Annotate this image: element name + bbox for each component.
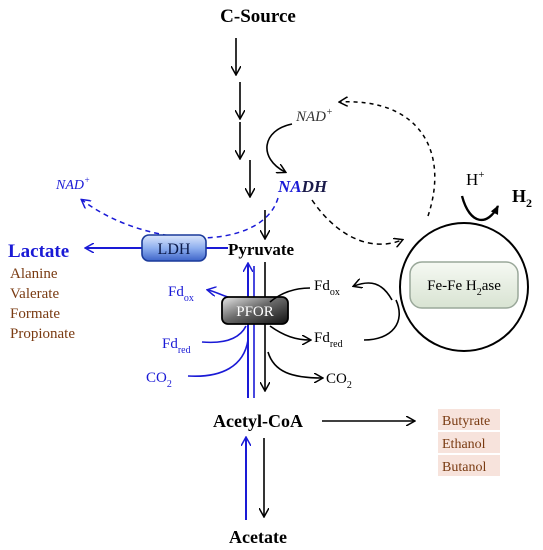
- arrow-co2-right: [267, 351, 322, 378]
- h2-label: H2: [512, 186, 532, 210]
- product-ethanol-bg: [438, 432, 500, 453]
- arrow-fd-red-right: [269, 325, 310, 340]
- acetyl-coa-label: Acetyl-CoA: [213, 411, 303, 431]
- dashed-hydrogenase-to-nad: [340, 102, 436, 217]
- ldh-enzyme: [141, 234, 207, 262]
- ldh-label: LDH: [158, 241, 191, 258]
- arrow-nad-to-nadh: [266, 123, 293, 172]
- product-butanol: Butanol: [442, 460, 486, 475]
- arrow-hydrogenase-to-fdox: [354, 283, 393, 301]
- product-ethanol: Ethanol: [442, 437, 486, 452]
- byproduct-formate: Formate: [10, 306, 60, 322]
- fd-ox-right-label: Fdox: [314, 278, 340, 298]
- nad-plus-left-label: NAD+: [55, 175, 90, 193]
- arrow-fd-red-left: [201, 325, 247, 344]
- product-butanol-bg: [438, 455, 500, 476]
- h-plus-label: H+: [466, 169, 485, 189]
- pfor-enzyme: [221, 296, 289, 325]
- fd-red-left-label: Fdred: [162, 336, 191, 356]
- fd-ox-left-label: Fdox: [168, 284, 194, 304]
- product-butyrate-bg: [438, 409, 500, 430]
- co2-right-label: CO2: [326, 371, 352, 391]
- arrow-fdred-to-hydrogenase: [363, 299, 401, 341]
- nadh-label: NADH: [277, 177, 328, 196]
- arrow-fd-ox-right: [269, 287, 311, 303]
- byproduct-alanine: Alanine: [10, 266, 58, 282]
- product-butyrate: Butyrate: [442, 414, 490, 429]
- byproduct-propionate: Propionate: [10, 326, 75, 342]
- lactate-label: Lactate: [8, 241, 69, 262]
- nad-plus-top-label: NAD+: [295, 107, 333, 125]
- pfor-label: PFOR: [236, 304, 274, 320]
- arrow-hplus-h2: [460, 195, 500, 222]
- hydrogenase-enzyme: [409, 261, 519, 309]
- pyruvate-label: Pyruvate: [228, 240, 295, 259]
- byproduct-valerate: Valerate: [10, 286, 59, 302]
- co2-left-label: CO2: [146, 370, 172, 390]
- hydrogenase-label: Fe-Fe H2ase: [427, 278, 501, 298]
- acetate-label: Acetate: [229, 527, 287, 547]
- arrow-co2-left: [187, 339, 249, 377]
- c-source-label: C-Source: [220, 6, 296, 27]
- dashed-nadh-to-hydrogenase: [311, 199, 402, 244]
- dashed-nadh-to-nad-left: [82, 197, 279, 239]
- fd-red-right-label: Fdred: [314, 330, 343, 350]
